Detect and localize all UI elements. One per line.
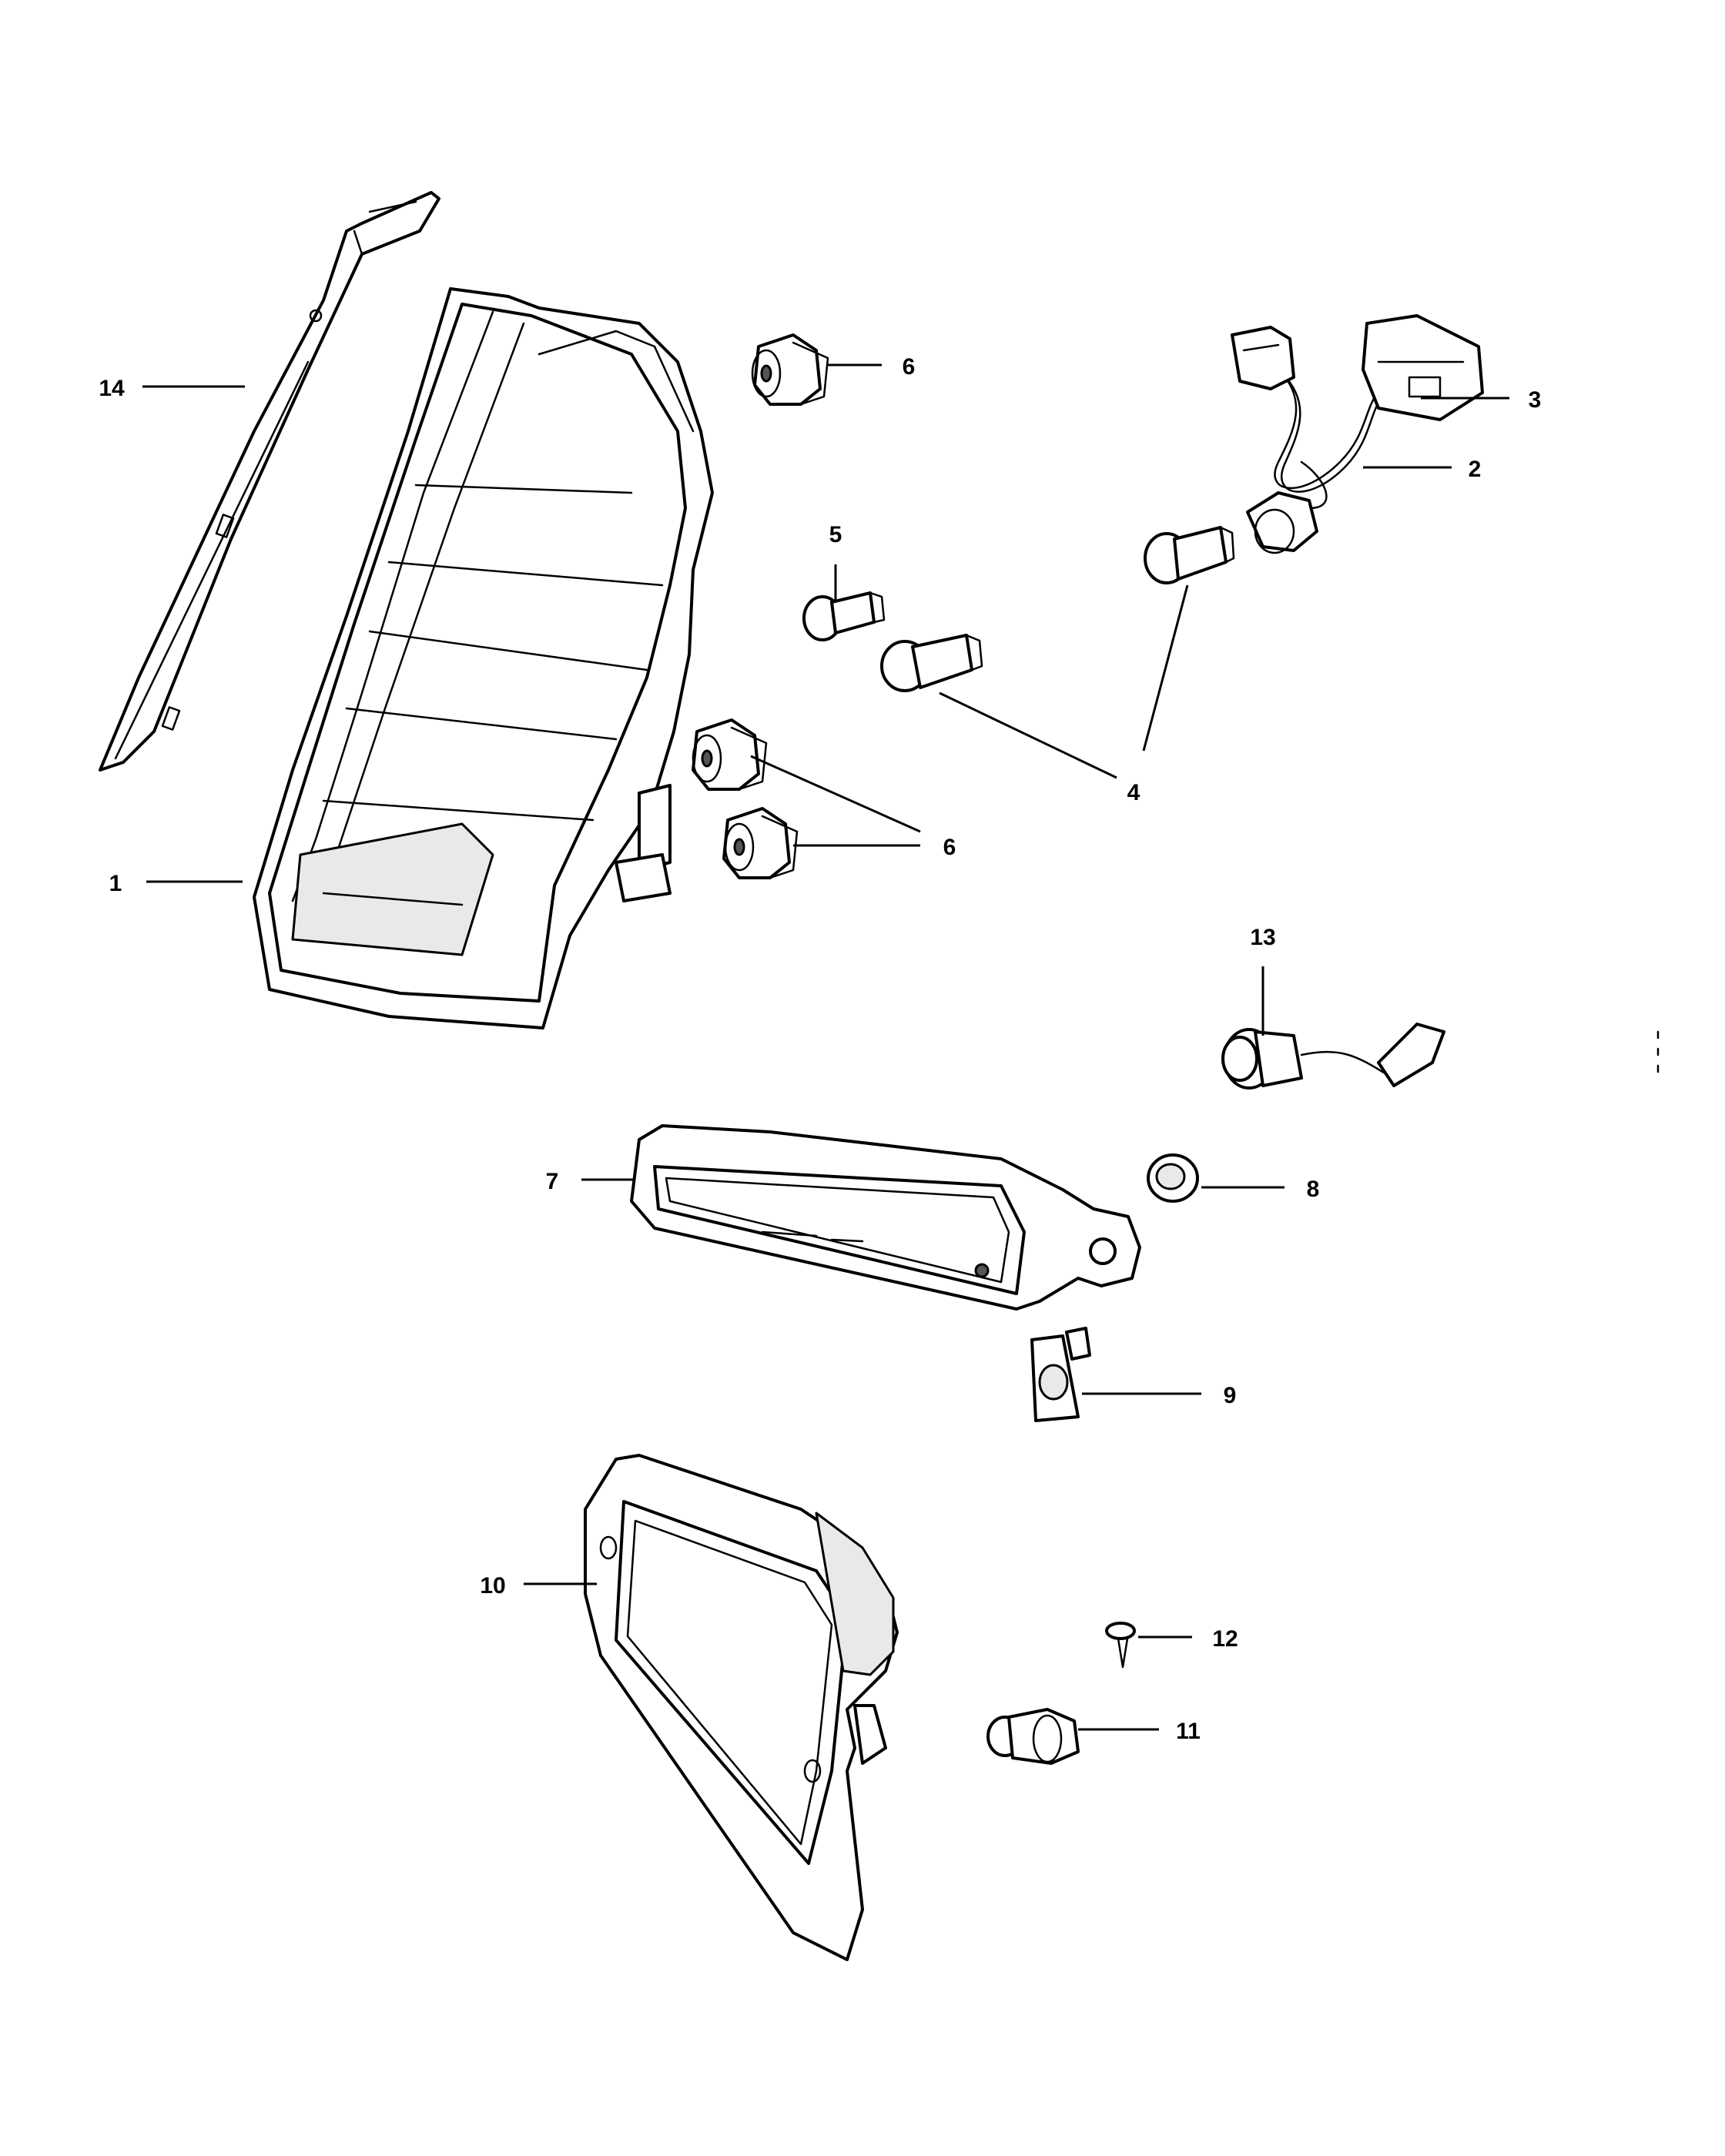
part-2-harness <box>1246 368 1392 554</box>
callout-7: 7 <box>546 1169 559 1194</box>
part-7-brake-lamp <box>630 1124 1141 1311</box>
callout-9: 9 <box>1224 1383 1237 1408</box>
part-5-bulb <box>802 591 886 641</box>
callout-5: 5 <box>829 522 842 547</box>
part-1-tail-lamp <box>253 287 714 1029</box>
callout-2: 2 <box>1469 457 1482 482</box>
part-12-screw <box>1105 1622 1136 1669</box>
callout-6-bottom: 6 <box>943 835 956 860</box>
callout-3: 3 <box>1529 387 1542 413</box>
part-11-wedge-bulb <box>986 1708 1080 1765</box>
part-6-socket-top <box>751 333 829 406</box>
part-3-connectors <box>1231 314 1484 421</box>
callout-12: 12 <box>1212 1626 1238 1652</box>
callout-8: 8 <box>1307 1177 1320 1202</box>
part-4-bulb-left <box>880 634 983 692</box>
leader-lines <box>142 363 1509 1731</box>
callout-11: 11 <box>1176 1719 1201 1744</box>
part-6-socket-middle <box>692 718 768 791</box>
callout-1: 1 <box>109 871 122 896</box>
part-6-socket-bottom <box>722 807 799 879</box>
part-4-bulb-right <box>1144 526 1235 584</box>
part-10-license-lamp <box>584 1454 899 1961</box>
callout-4: 4 <box>1127 780 1141 805</box>
part-9-bulb-bracket <box>1030 1327 1091 1422</box>
callout-13: 13 <box>1250 925 1275 950</box>
part-8-grommet <box>1147 1153 1199 1203</box>
callout-10: 10 <box>480 1573 505 1599</box>
callout-6-top: 6 <box>903 354 916 380</box>
callout-labels: 1 2 3 4 5 6 6 7 8 9 10 11 12 13 14 <box>99 354 1541 1744</box>
part-13-socket-pigtail <box>1221 1023 1445 1090</box>
callout-14: 14 <box>99 376 125 401</box>
part-14-molding <box>99 191 440 772</box>
